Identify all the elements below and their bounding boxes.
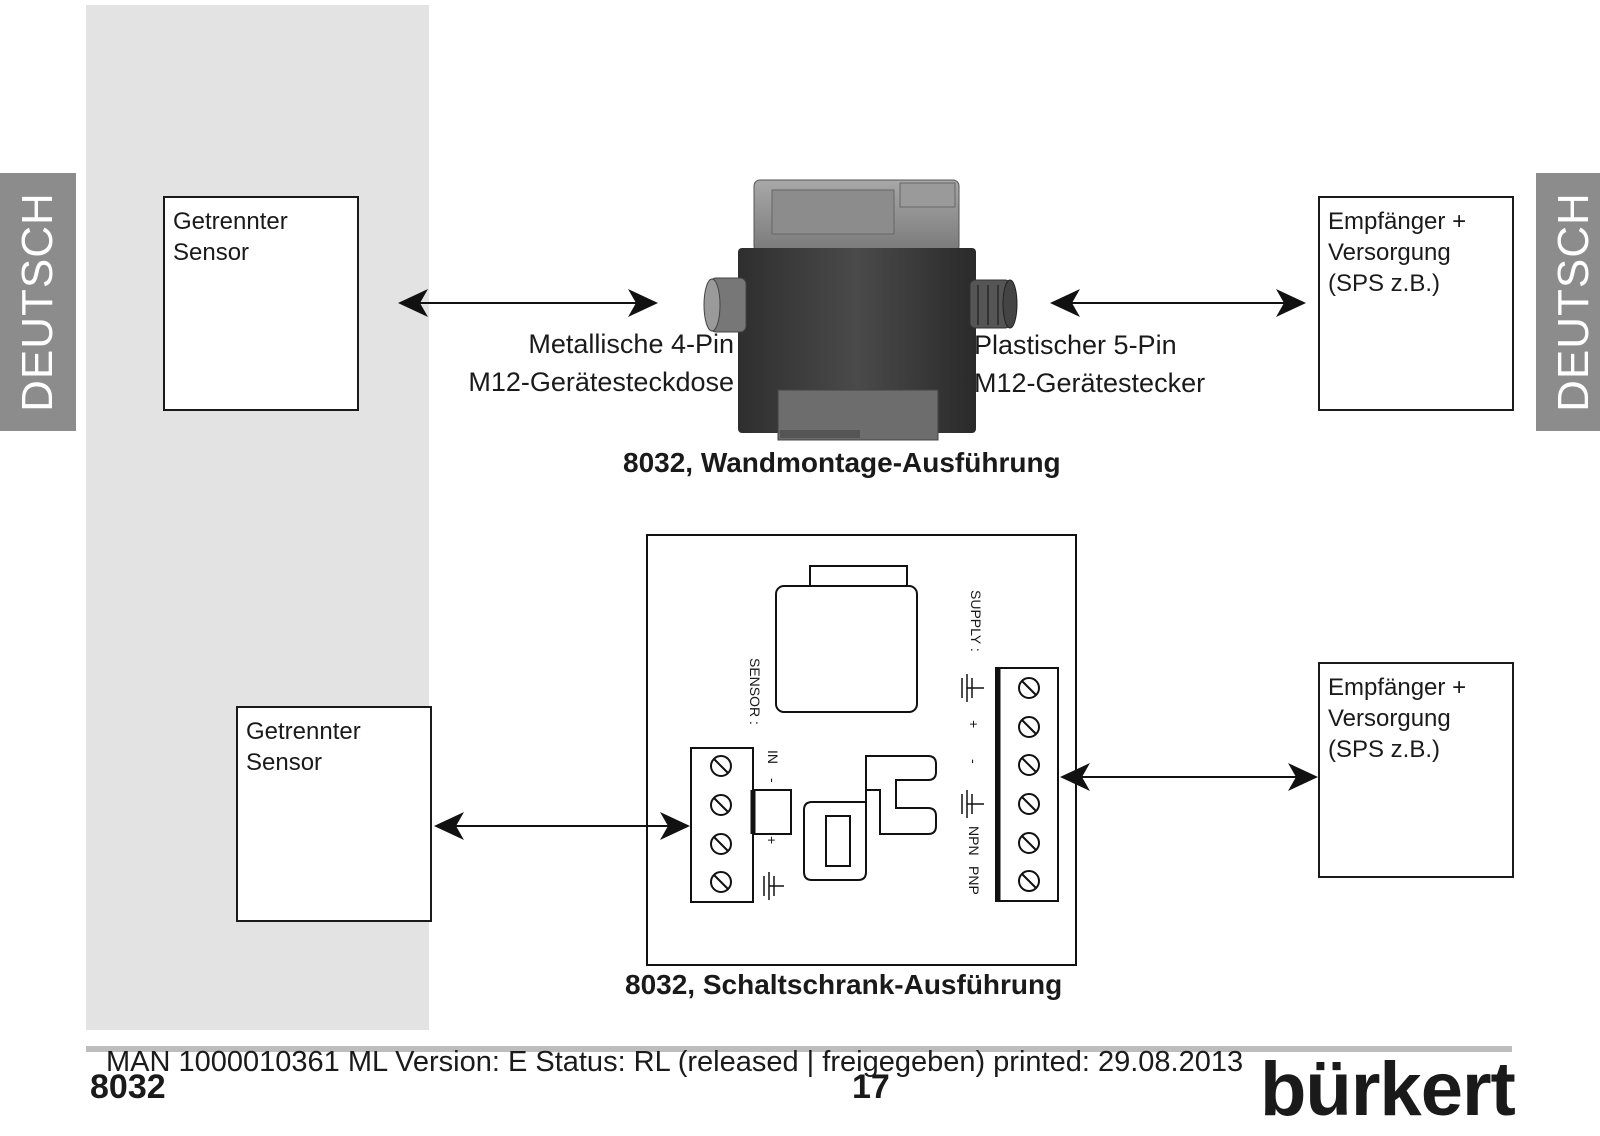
supply-ground-icon-2 [961, 790, 984, 818]
wall-right-arrow [1050, 289, 1306, 317]
left-connector-line-2: M12-Gerätesteckdose [468, 367, 734, 397]
cabinet-receiver-line-3: (SPS z.B.) [1328, 736, 1441, 763]
wall-sensor-line-1: Getrennter [173, 208, 288, 235]
wall-receiver-line-3: (SPS z.B.) [1328, 270, 1441, 297]
cabinet-left-arrow [434, 812, 690, 840]
sensor-ground-icon [763, 872, 784, 900]
sensor-terminal-block [690, 747, 792, 903]
sensor-screw-4 [710, 871, 732, 893]
supply-minus-label: - [966, 759, 982, 764]
right-connector-line-1: Plastischer 5-Pin [974, 330, 1177, 360]
wall-sensor-box: Getrennter Sensor [163, 196, 359, 411]
supply-screw-4 [1018, 793, 1040, 815]
cabinet-sensor-box: Getrennter Sensor [236, 706, 432, 922]
supply-screw-5 [1018, 832, 1040, 854]
supply-screw-3 [1018, 754, 1040, 776]
cabinet-right-arrow [1060, 763, 1318, 791]
supply-terminal-block [961, 667, 1059, 902]
cabinet-receiver-box: Empfänger + Versorgung (SPS z.B.) [1318, 662, 1514, 878]
cabinet-sensor-line-1: Getrennter [246, 718, 361, 745]
left-connector-label: Metallische 4-Pin M12-Gerätesteckdose [468, 325, 734, 401]
wall-left-arrow [398, 289, 658, 317]
wall-sensor-line-2: Sensor [173, 239, 250, 266]
cabinet-receiver-line-1: Empfänger + [1328, 674, 1467, 701]
wall-receiver-line-1: Empfänger + [1328, 208, 1467, 235]
sensor-minus-label: - [765, 778, 781, 783]
language-tab-left: DEUTSCH [0, 173, 76, 431]
sensor-plus-label: + [764, 836, 780, 844]
sensor-label: SENSOR : [747, 658, 763, 725]
supply-plus-label: + [966, 720, 982, 728]
wall-receiver-box: Empfänger + Versorgung (SPS z.B.) [1318, 196, 1514, 411]
burkert-logo: bürkert [1260, 1047, 1516, 1132]
supply-ground-icon-1 [961, 674, 984, 702]
supply-screw-6 [1018, 870, 1040, 892]
supply-label: SUPPLY : [968, 590, 984, 652]
footer-page-number: 17 [852, 1068, 890, 1106]
flow-transmitter-device [703, 179, 1018, 441]
wall-mount-caption: 8032, Wandmontage-Ausführung [623, 447, 1061, 478]
supply-screw-2 [1018, 716, 1040, 738]
in-label: IN [765, 750, 781, 764]
right-connector-line-2: M12-Gerätestecker [974, 368, 1206, 398]
sensor-screw-3 [710, 833, 732, 855]
npn-label: NPN [966, 826, 982, 856]
supply-screw-1 [1018, 677, 1040, 699]
cabinet-sensor-line-2: Sensor [246, 749, 323, 776]
cabinet-receiver-line-2: Versorgung [1328, 705, 1451, 732]
right-connector-label: Plastischer 5-Pin M12-Gerätestecker [974, 326, 1205, 402]
wall-receiver-line-2: Versorgung [1328, 239, 1451, 266]
footer-divider [86, 1046, 1512, 1052]
cabinet-caption: 8032, Schaltschrank-Ausführung [625, 969, 1063, 1000]
footer-product-number: 8032 [90, 1068, 166, 1106]
sensor-screw-2 [710, 794, 732, 816]
language-tab-right: DEUTSCH [1536, 173, 1600, 431]
pnp-label: PNP [966, 866, 982, 895]
sensor-screw-1 [710, 755, 732, 777]
left-connector-line-1: Metallische 4-Pin [528, 329, 734, 359]
footer-document-meta: MAN 1000010361 ML Version: E Status: RL … [106, 1046, 1244, 1078]
